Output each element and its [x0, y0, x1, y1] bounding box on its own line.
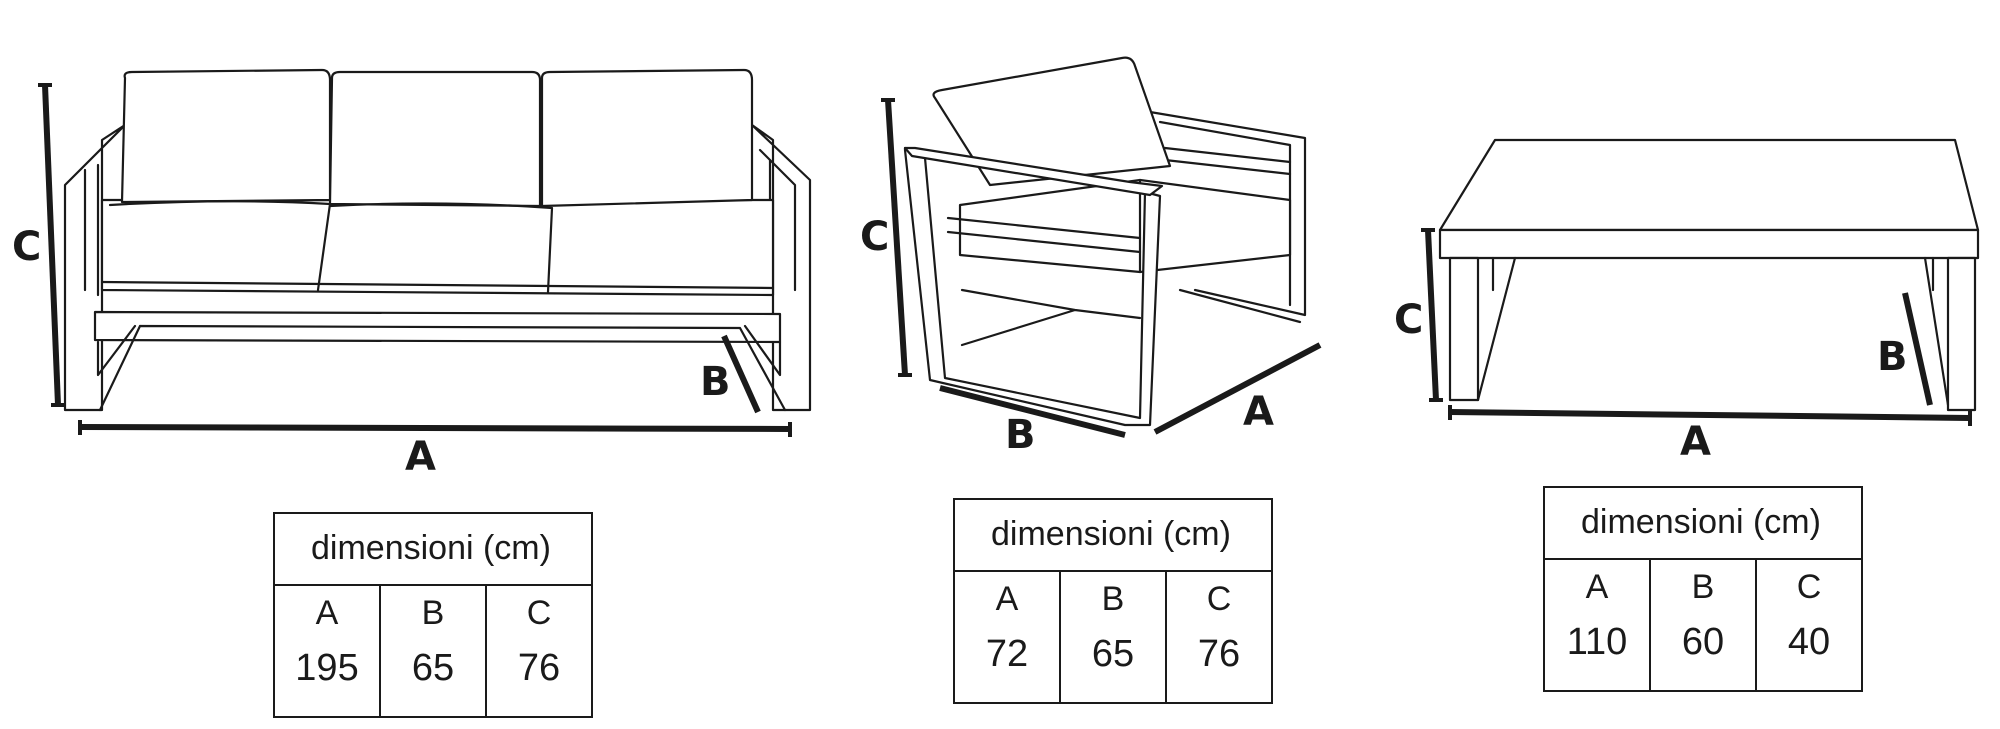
sofa-label-a: A — [405, 434, 436, 480]
sofa-dim-c-line — [42, 84, 61, 406]
sofa-label-b: B — [700, 359, 731, 405]
table-label-b: B — [1877, 334, 1908, 380]
armchair-label-a: A — [1243, 389, 1274, 435]
armchair-label-c: C — [860, 214, 889, 260]
table-header: dimensioni (cm) — [953, 498, 1273, 572]
sofa-label-c: C — [12, 224, 41, 270]
table-label-a: A — [1680, 419, 1711, 465]
coffee-table-drawing — [1438, 138, 1980, 412]
table-dim-c-line — [1425, 229, 1439, 401]
armchair-dim-b-line — [939, 385, 1126, 438]
sofa-dim-b-line — [721, 334, 761, 414]
sofa-drawing — [63, 68, 812, 412]
table-dim-a-line — [1449, 409, 1971, 421]
table-header: dimensioni (cm) — [1543, 486, 1863, 560]
armchair-label-b: B — [1005, 412, 1036, 458]
armchair-dim-a-line — [1153, 342, 1322, 435]
armchair-drawing — [903, 56, 1307, 427]
table-header: dimensioni (cm) — [273, 512, 593, 586]
sofa-dim-a-line — [79, 424, 791, 432]
table-label-c: C — [1394, 297, 1423, 343]
armchair-dim-c-line — [885, 99, 908, 376]
table-dim-b-line — [1902, 292, 1933, 406]
